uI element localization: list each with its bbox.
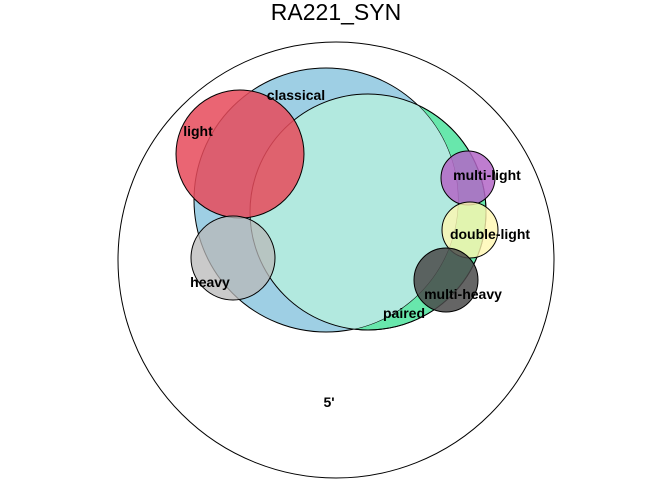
set-circle-multi-heavy — [413, 247, 479, 313]
label-multi-light: multi-light — [453, 167, 521, 183]
set-circle-double-light — [441, 201, 499, 259]
label-classical: classical — [267, 87, 325, 103]
label-light: light — [183, 123, 213, 139]
set-circle-5prime — [117, 41, 555, 479]
label-5prime: 5' — [323, 394, 334, 410]
label-heavy: heavy — [190, 274, 230, 290]
label-paired: paired — [383, 305, 425, 321]
label-multi-heavy: multi-heavy — [424, 286, 502, 302]
diagram-title: RA221_SYN — [271, 0, 401, 25]
set-circle-light — [175, 89, 305, 219]
set-circle-heavy — [190, 215, 276, 301]
label-double-light: double-light — [450, 226, 530, 242]
